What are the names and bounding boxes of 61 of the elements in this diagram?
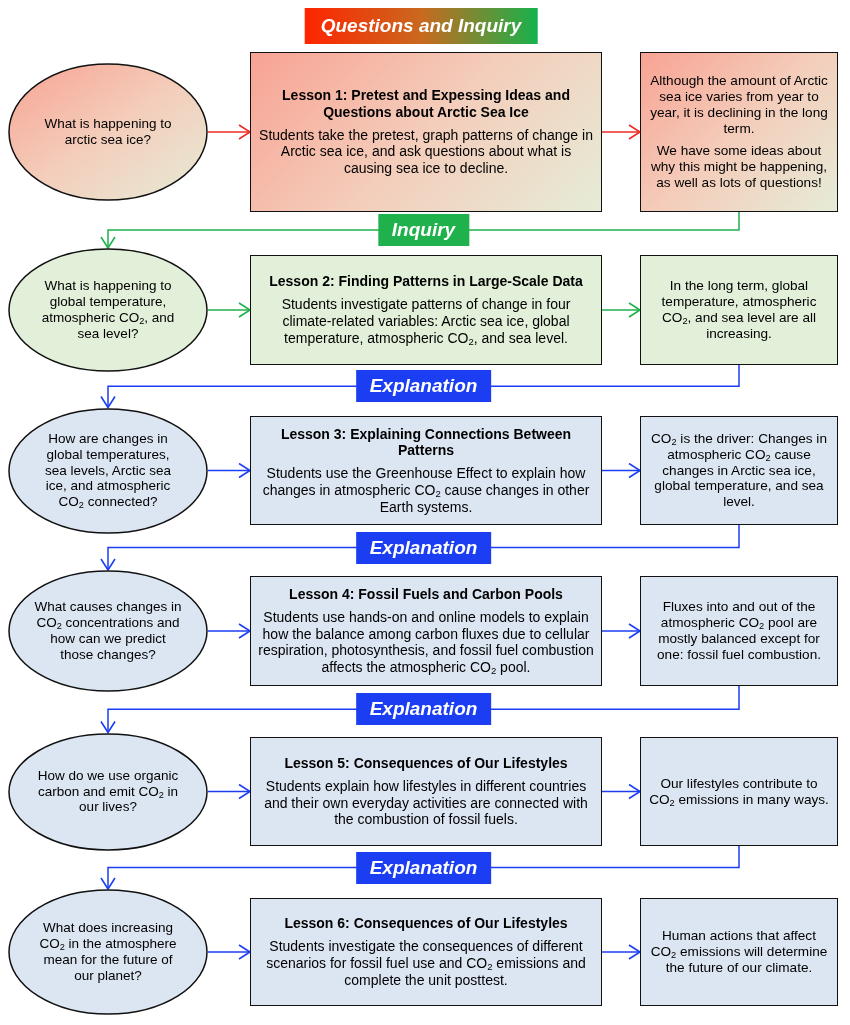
lesson-description: Students use the Greenhouse Effect to explain how changes in atmospheric CO$_{2}$ cause changes in other Earth systems. bbox=[261, 465, 591, 516]
arrow bbox=[601, 944, 641, 960]
summary-box bbox=[640, 737, 838, 846]
lesson-description: Students take the pretest, graph patterns of change in Arctic sea ice, and ask questions about what is causing sea ice to decline. bbox=[258, 126, 594, 177]
question-text: What is happening to global temperature, atmospheric CO$_{2}$, and sea level? bbox=[40, 278, 176, 342]
question-ellipse bbox=[8, 732, 208, 851]
question-ellipse bbox=[8, 63, 208, 201]
arrow bbox=[207, 124, 251, 140]
lesson-box bbox=[250, 416, 602, 525]
lesson-title: Lesson 5: Consequences of Our Lifestyles bbox=[284, 754, 568, 772]
question-text: How are changes in global temperatures, sea levels, Arctic sea ice, and atmospheric CO$_{2}$ connected? bbox=[43, 431, 173, 510]
arrow bbox=[207, 302, 251, 318]
question-ellipse bbox=[8, 889, 208, 1015]
lesson-title: Lesson 6: Consequences of Our Lifestyles bbox=[284, 915, 568, 933]
edge-label: Explanation bbox=[355, 851, 492, 884]
lesson-box bbox=[250, 52, 602, 212]
summary-text: Fluxes into and out of the atmospheric CO$_{2}$ pool are mostly balanced except for one: fossil fuel combustion. bbox=[656, 599, 822, 663]
lesson-description: Students investigate patterns of change in four climate-related variables: Arctic sea ice, global temperature, atmospheric CO$_{2}$, and sea level. bbox=[280, 296, 572, 347]
summary-box bbox=[640, 255, 838, 365]
arrow bbox=[207, 783, 251, 800]
title-banner: Questions and Inquiry bbox=[304, 8, 538, 44]
lesson-title: Lesson 2: Finding Patterns in Large-Scale Data bbox=[269, 273, 583, 291]
question-text: What causes changes in CO$_{2}$ concentrations and how can we predict those changes? bbox=[34, 599, 182, 663]
arrow bbox=[207, 462, 251, 479]
summary-text: Although the amount of Arctic sea ice varies from year to year, it is declining in the long term. bbox=[649, 72, 829, 137]
question-text: What is happening to arctic sea ice? bbox=[43, 116, 173, 148]
summary-box bbox=[640, 52, 838, 212]
arrow bbox=[207, 623, 251, 639]
summary-text: We have some ideas about why this might be happening, as well as lots of questions! bbox=[649, 143, 829, 192]
edge-label: Inquiry bbox=[377, 214, 470, 246]
lesson-title: Lesson 3: Explaining Connections Between Patterns bbox=[279, 425, 573, 460]
summary-text: Our lifestyles contribute to CO$_{2}$ emissions in many ways. bbox=[648, 775, 830, 808]
arrow bbox=[207, 944, 251, 960]
arrow bbox=[601, 462, 641, 479]
lesson-description: Students explain how lifestyles in different countries and their own everyday activities are connected with the combustion of fossil fuels. bbox=[263, 777, 589, 829]
lesson-description: Students investigate the consequences of different scenarios for fossil fuel use and CO$_{2}$ emissions and complete the unit posttest. bbox=[265, 938, 587, 989]
question-text: What does increasing CO$_{2}$ in the atmosphere mean for the future of our planet? bbox=[38, 920, 178, 984]
lesson-box bbox=[250, 898, 602, 1006]
arrow bbox=[601, 623, 641, 639]
summary-box bbox=[640, 416, 838, 525]
question-ellipse bbox=[8, 570, 208, 692]
lesson-box bbox=[250, 255, 602, 365]
edge-label: Explanation bbox=[355, 531, 492, 564]
summary-box bbox=[640, 576, 838, 686]
lesson-box bbox=[250, 576, 602, 686]
lesson-description: Students use hands-on and online models to explain how the balance among carbon fluxes due to cellular respiration, photosynthesis, and fossil fuel combustion affects the atmospheric CO$_{2}$ pool. bbox=[258, 608, 594, 676]
summary-text: Human actions that affect CO$_{2}$ emissions will determine the future of our climate. bbox=[649, 928, 829, 976]
summary-text: In the long term, global temperature, atmospheric CO$_{2}$, and sea level are all increasing. bbox=[660, 278, 818, 342]
question-text: How do we use organic carbon and emit CO$_{2}$ in our lives? bbox=[36, 767, 180, 816]
lesson-title: Lesson 4: Fossil Fuels and Carbon Pools bbox=[289, 586, 563, 603]
lesson-box bbox=[250, 737, 602, 846]
arrow bbox=[601, 783, 641, 800]
arrow bbox=[601, 124, 641, 140]
summary-box bbox=[640, 898, 838, 1006]
arrow bbox=[601, 302, 641, 318]
summary-text: CO$_{2}$ is the driver: Changes in atmospheric CO$_{2}$ cause changes in Arctic sea ice, global temperature, and sea level. bbox=[650, 430, 828, 511]
edge-label: Explanation bbox=[355, 693, 492, 726]
question-ellipse bbox=[8, 248, 208, 372]
lesson-title: Lesson 1: Pretest and Expessing Ideas and Questions about Arctic Sea Ice bbox=[281, 87, 571, 121]
edge-label: Explanation bbox=[355, 370, 492, 403]
question-ellipse bbox=[8, 407, 208, 534]
